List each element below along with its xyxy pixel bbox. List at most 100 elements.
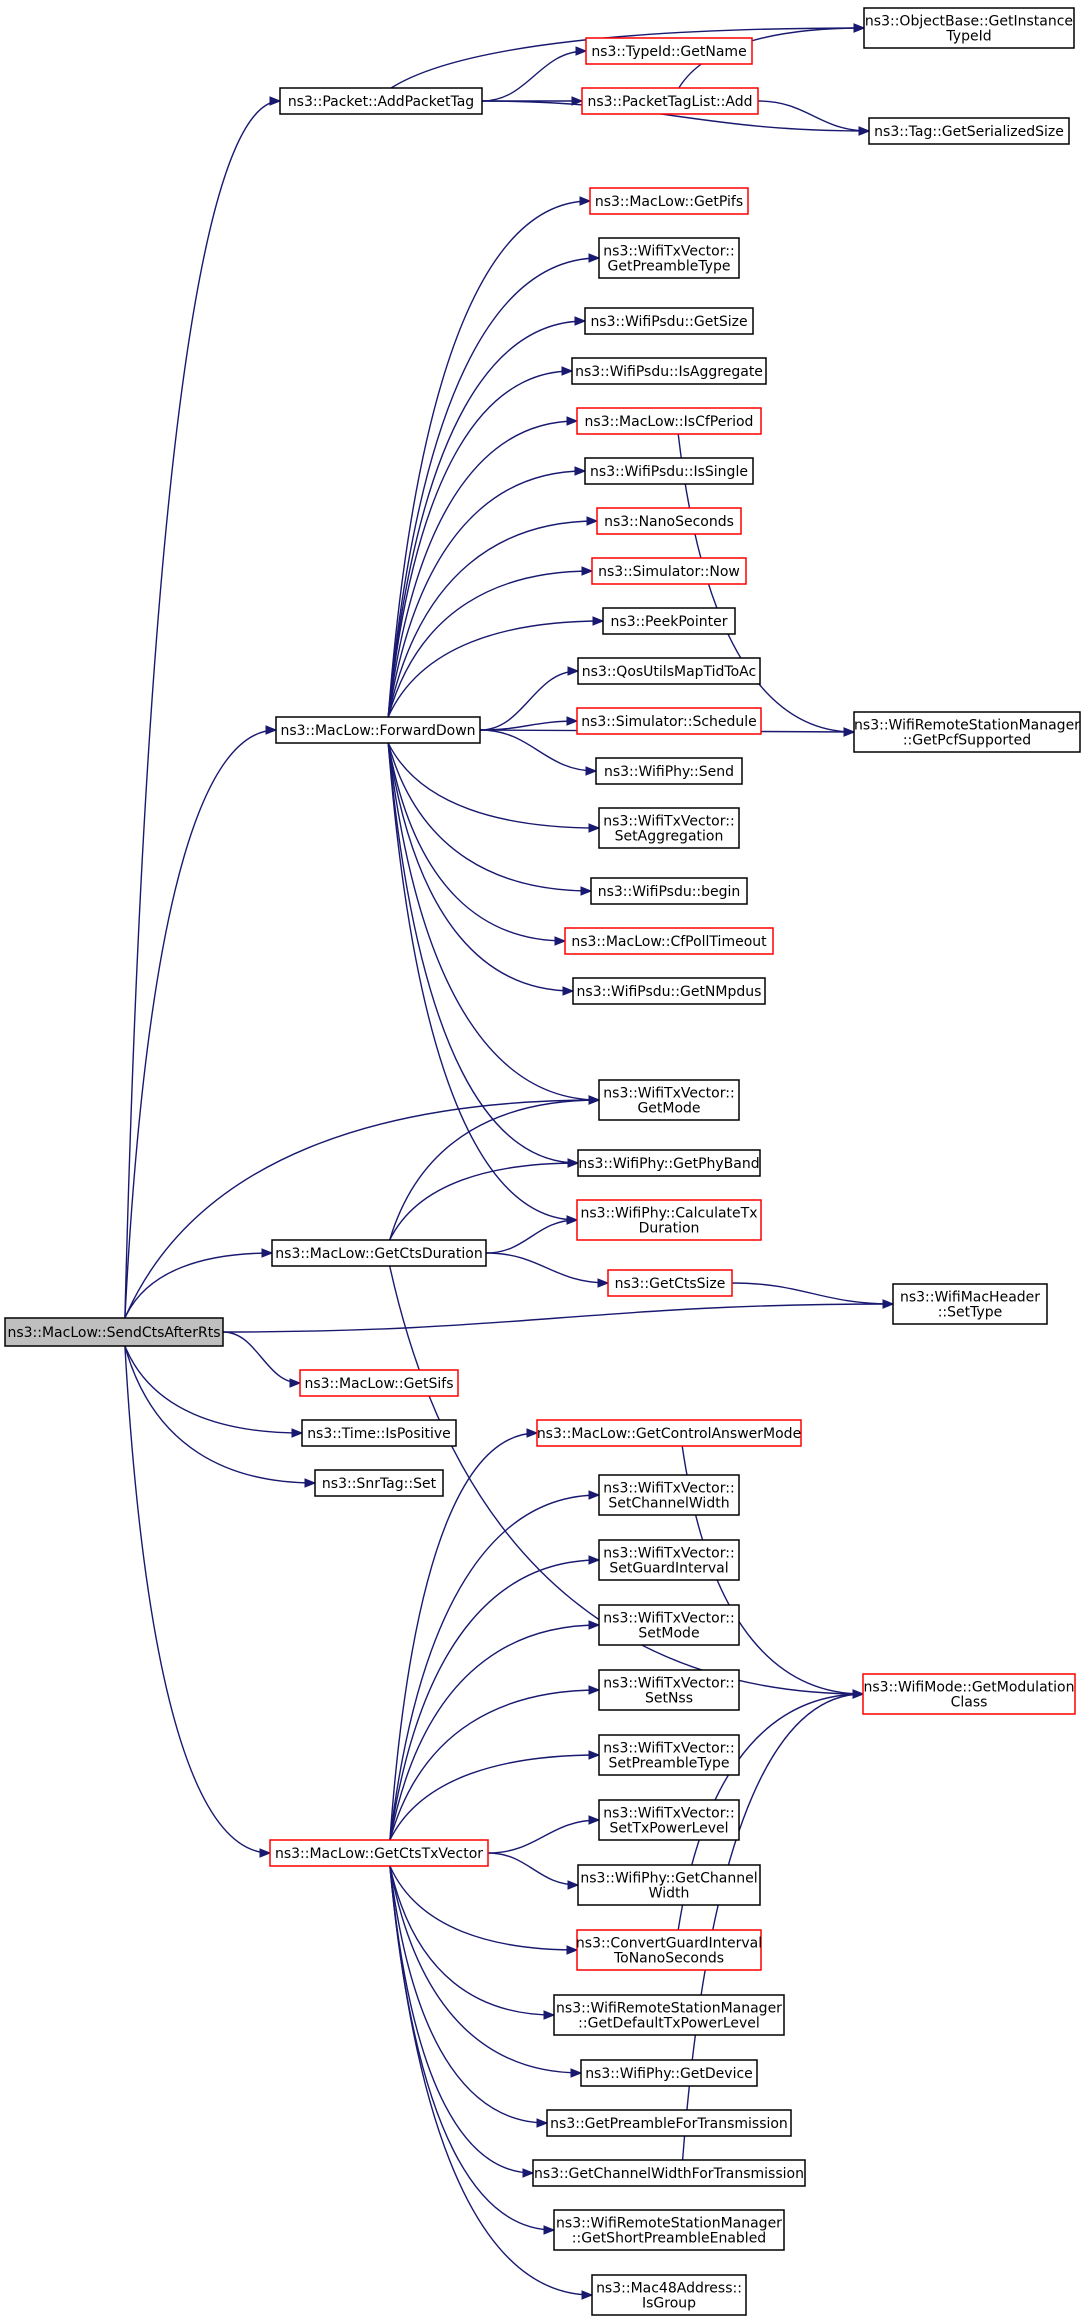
node-box-getchannelwidth[interactable] (577, 1864, 761, 1906)
node-box-isaggregate[interactable] (571, 357, 767, 385)
node-box-ispositive[interactable] (301, 1419, 457, 1447)
node-simschedule[interactable]: ns3::Simulator::Schedule (576, 707, 762, 735)
node-setaggregation[interactable]: ns3::WifiTxVector::SetAggregation (598, 807, 740, 849)
node-box-objectbase[interactable] (863, 7, 1075, 49)
node-box-getphyband[interactable] (577, 1149, 761, 1177)
node-box-setguardinterval[interactable] (598, 1539, 740, 1581)
node-box-getcontrolanswermode[interactable] (536, 1419, 802, 1447)
node-box-nanoseconds[interactable] (596, 507, 742, 535)
node-getctstxvector[interactable]: ns3::MacLow::GetCtsTxVector (269, 1839, 489, 1867)
node-typeidgetname[interactable]: ns3::TypeId::GetName (585, 37, 753, 65)
node-box-settxpowerlevel[interactable] (598, 1799, 740, 1841)
node-box-psdugetsize[interactable] (584, 307, 754, 335)
node-box-getpreambletype[interactable] (598, 237, 740, 279)
node-box-getnmpdus[interactable] (572, 977, 766, 1005)
node-psdubegin[interactable]: ns3::WifiPsdu::begin (590, 877, 748, 905)
node-psdugetsize[interactable]: ns3::WifiPsdu::GetSize (584, 307, 754, 335)
node-iscfperiod[interactable]: ns3::MacLow::IsCfPeriod (576, 407, 762, 435)
node-box-simnow[interactable] (591, 557, 747, 585)
node-getchannelwidthfortx[interactable]: ns3::GetChannelWidthForTransmission (532, 2159, 806, 2187)
node-snrtagset[interactable]: ns3::SnrTag::Set (314, 1469, 444, 1497)
node-settype[interactable]: ns3::WifiMacHeader::SetType (892, 1283, 1048, 1325)
node-box-tagserialized[interactable] (868, 117, 1070, 145)
node-box-getctstxvector[interactable] (269, 1839, 489, 1867)
node-qosutils[interactable]: ns3::QosUtilsMapTidToAc (577, 657, 761, 685)
node-setmode[interactable]: ns3::WifiTxVector::SetMode (598, 1604, 740, 1646)
node-box-packettaglistadd[interactable] (581, 87, 759, 115)
node-box-simschedule[interactable] (576, 707, 762, 735)
node-getctsduration[interactable]: ns3::MacLow::GetCtsDuration (271, 1239, 487, 1267)
node-forwarddown[interactable]: ns3::MacLow::ForwardDown (275, 716, 481, 744)
node-box-psdubegin[interactable] (590, 877, 748, 905)
node-isaggregate[interactable]: ns3::WifiPsdu::IsAggregate (571, 357, 767, 385)
node-setguardinterval[interactable]: ns3::WifiTxVector::SetGuardInterval (598, 1539, 740, 1581)
node-box-setaggregation[interactable] (598, 807, 740, 849)
node-box-physend[interactable] (595, 757, 743, 785)
node-box-getdevice[interactable] (580, 2059, 758, 2087)
node-issingle[interactable]: ns3::WifiPsdu::IsSingle (584, 457, 754, 485)
node-box-snrtagset[interactable] (314, 1469, 444, 1497)
node-box-getmode[interactable] (598, 1079, 740, 1121)
node-getdevice[interactable]: ns3::WifiPhy::GetDevice (580, 2059, 758, 2087)
node-getnmpdus[interactable]: ns3::WifiPsdu::GetNMpdus (572, 977, 766, 1005)
node-setpreambletype[interactable]: ns3::WifiTxVector::SetPreambleType (598, 1734, 740, 1776)
node-box-getpcfsupported[interactable] (853, 711, 1081, 753)
node-setnss[interactable]: ns3::WifiTxVector::SetNss (598, 1669, 740, 1711)
node-getphyband[interactable]: ns3::WifiPhy::GetPhyBand (577, 1149, 761, 1177)
node-box-convertguard[interactable] (576, 1929, 762, 1971)
node-getshortpreamble[interactable]: ns3::WifiRemoteStationManager::GetShortP… (553, 2209, 785, 2251)
node-box-setpreambletype[interactable] (598, 1734, 740, 1776)
node-getmode[interactable]: ns3::WifiTxVector::GetMode (598, 1079, 740, 1121)
node-getpreamblefortx[interactable]: ns3::GetPreambleForTransmission (546, 2109, 792, 2137)
node-addpackettag[interactable]: ns3::Packet::AddPacketTag (279, 87, 483, 115)
node-getctssize[interactable]: ns3::GetCtsSize (607, 1269, 733, 1297)
node-box-addpackettag[interactable] (279, 87, 483, 115)
node-box-cfpolltimeout[interactable] (564, 927, 774, 955)
node-root[interactable]: ns3::MacLow::SendCtsAfterRts (4, 1317, 224, 1347)
node-box-calculatetx[interactable] (576, 1199, 762, 1241)
node-getpreambletype[interactable]: ns3::WifiTxVector::GetPreambleType (598, 237, 740, 279)
node-box-getctssize[interactable] (607, 1269, 733, 1297)
node-getcontrolanswermode[interactable]: ns3::MacLow::GetControlAnswerMode (536, 1419, 802, 1447)
node-box-iscfperiod[interactable] (576, 407, 762, 435)
node-box-getchannelwidthfortx[interactable] (532, 2159, 806, 2187)
node-box-setmode[interactable] (598, 1604, 740, 1646)
node-box-getpreamblefortx[interactable] (546, 2109, 792, 2137)
node-box-getshortpreamble[interactable] (553, 2209, 785, 2251)
node-peekpointer[interactable]: ns3::PeekPointer (602, 607, 736, 635)
node-box-settype[interactable] (892, 1283, 1048, 1325)
node-packettaglistadd[interactable]: ns3::PacketTagList::Add (581, 87, 759, 115)
node-setchannelwidth[interactable]: ns3::WifiTxVector::SetChannelWidth (598, 1474, 740, 1516)
node-cfpolltimeout[interactable]: ns3::MacLow::CfPollTimeout (564, 927, 774, 955)
node-isgroup[interactable]: ns3::Mac48Address::IsGroup (591, 2274, 747, 2316)
node-box-peekpointer[interactable] (602, 607, 736, 635)
node-box-setnss[interactable] (598, 1669, 740, 1711)
node-getpcfsupported[interactable]: ns3::WifiRemoteStationManager::GetPcfSup… (853, 711, 1081, 753)
node-box-getctsduration[interactable] (271, 1239, 487, 1267)
node-tagserialized[interactable]: ns3::Tag::GetSerializedSize (868, 117, 1070, 145)
node-settxpowerlevel[interactable]: ns3::WifiTxVector::SetTxPowerLevel (598, 1799, 740, 1841)
node-box-typeidgetname[interactable] (585, 37, 753, 65)
node-box-isgroup[interactable] (591, 2274, 747, 2316)
node-box-qosutils[interactable] (577, 657, 761, 685)
node-physend[interactable]: ns3::WifiPhy::Send (595, 757, 743, 785)
node-simnow[interactable]: ns3::Simulator::Now (591, 557, 747, 585)
node-box-forwarddown[interactable] (275, 716, 481, 744)
node-box-root[interactable] (4, 1317, 224, 1347)
node-ispositive[interactable]: ns3::Time::IsPositive (301, 1419, 457, 1447)
node-getchannelwidth[interactable]: ns3::WifiPhy::GetChannelWidth (577, 1864, 761, 1906)
node-getsifs[interactable]: ns3::MacLow::GetSifs (299, 1369, 459, 1397)
node-nanoseconds[interactable]: ns3::NanoSeconds (596, 507, 742, 535)
node-box-getmodulationclass[interactable] (862, 1673, 1076, 1715)
node-box-getsifs[interactable] (299, 1369, 459, 1397)
node-getpifs[interactable]: ns3::MacLow::GetPifs (589, 187, 749, 215)
node-box-getdefaulttxpower[interactable] (553, 1994, 785, 2036)
node-box-setchannelwidth[interactable] (598, 1474, 740, 1516)
node-getdefaulttxpower[interactable]: ns3::WifiRemoteStationManager::GetDefaul… (553, 1994, 785, 2036)
node-box-issingle[interactable] (584, 457, 754, 485)
node-box-getpifs[interactable] (589, 187, 749, 215)
